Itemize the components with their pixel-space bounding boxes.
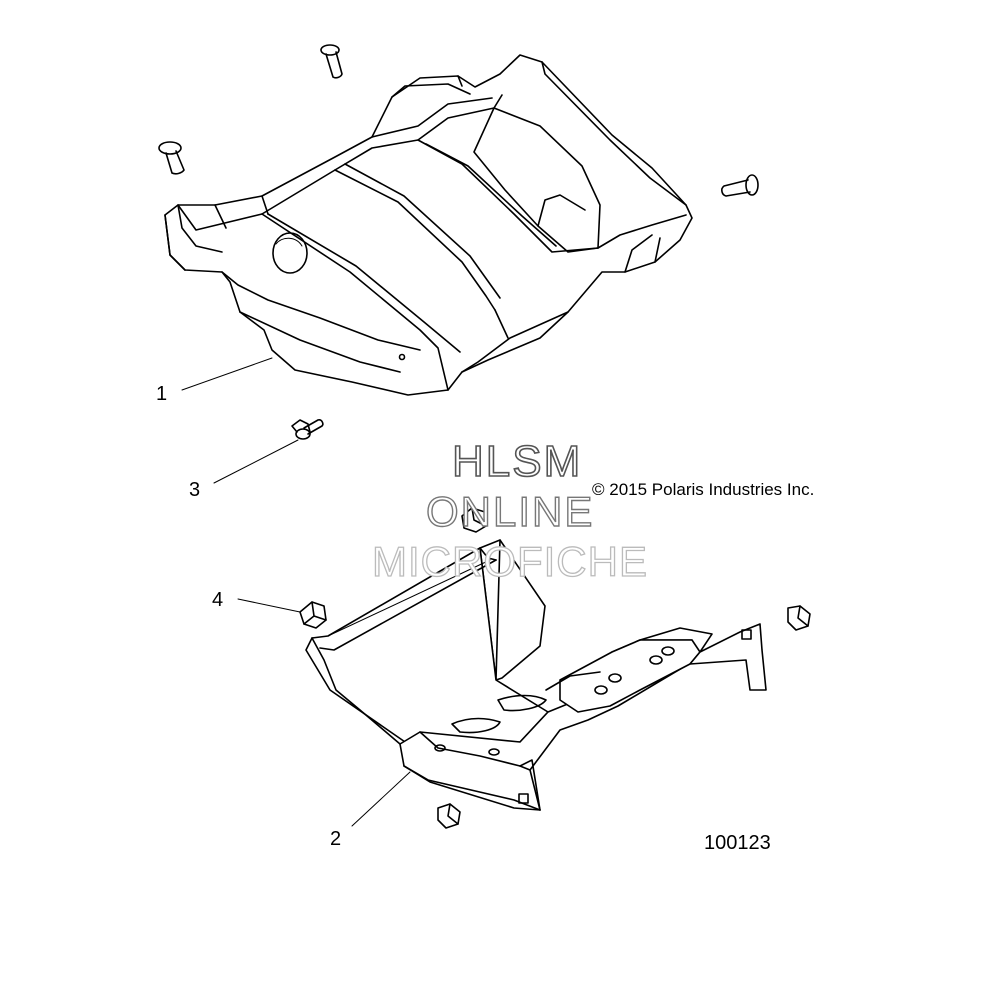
nut-clip-top (461, 507, 487, 533)
figure-number: 100123 (704, 832, 771, 854)
callout-3: 3 (189, 479, 200, 501)
callout-4: 4 (212, 589, 223, 611)
part-4-clip (299, 601, 327, 629)
nut-clip-right (787, 605, 811, 631)
part-2-bracket (305, 539, 767, 811)
screw-top-left (158, 141, 185, 175)
screw-top-center (320, 44, 343, 79)
watermark-line-3: MICROFICHE (372, 538, 648, 585)
part-1-cover (164, 54, 693, 396)
screw-right (721, 174, 759, 197)
copyright-text: © 2015 Polaris Industries Inc. (592, 480, 814, 499)
watermark-line-2: ONLINE (426, 488, 594, 535)
leader-lines (181, 357, 411, 827)
nut-clip-bottom (437, 803, 461, 829)
watermark-line-1: HLSM (452, 437, 582, 486)
callout-1: 1 (156, 383, 167, 405)
part-3-bolt (291, 419, 324, 440)
callout-2: 2 (330, 828, 341, 850)
